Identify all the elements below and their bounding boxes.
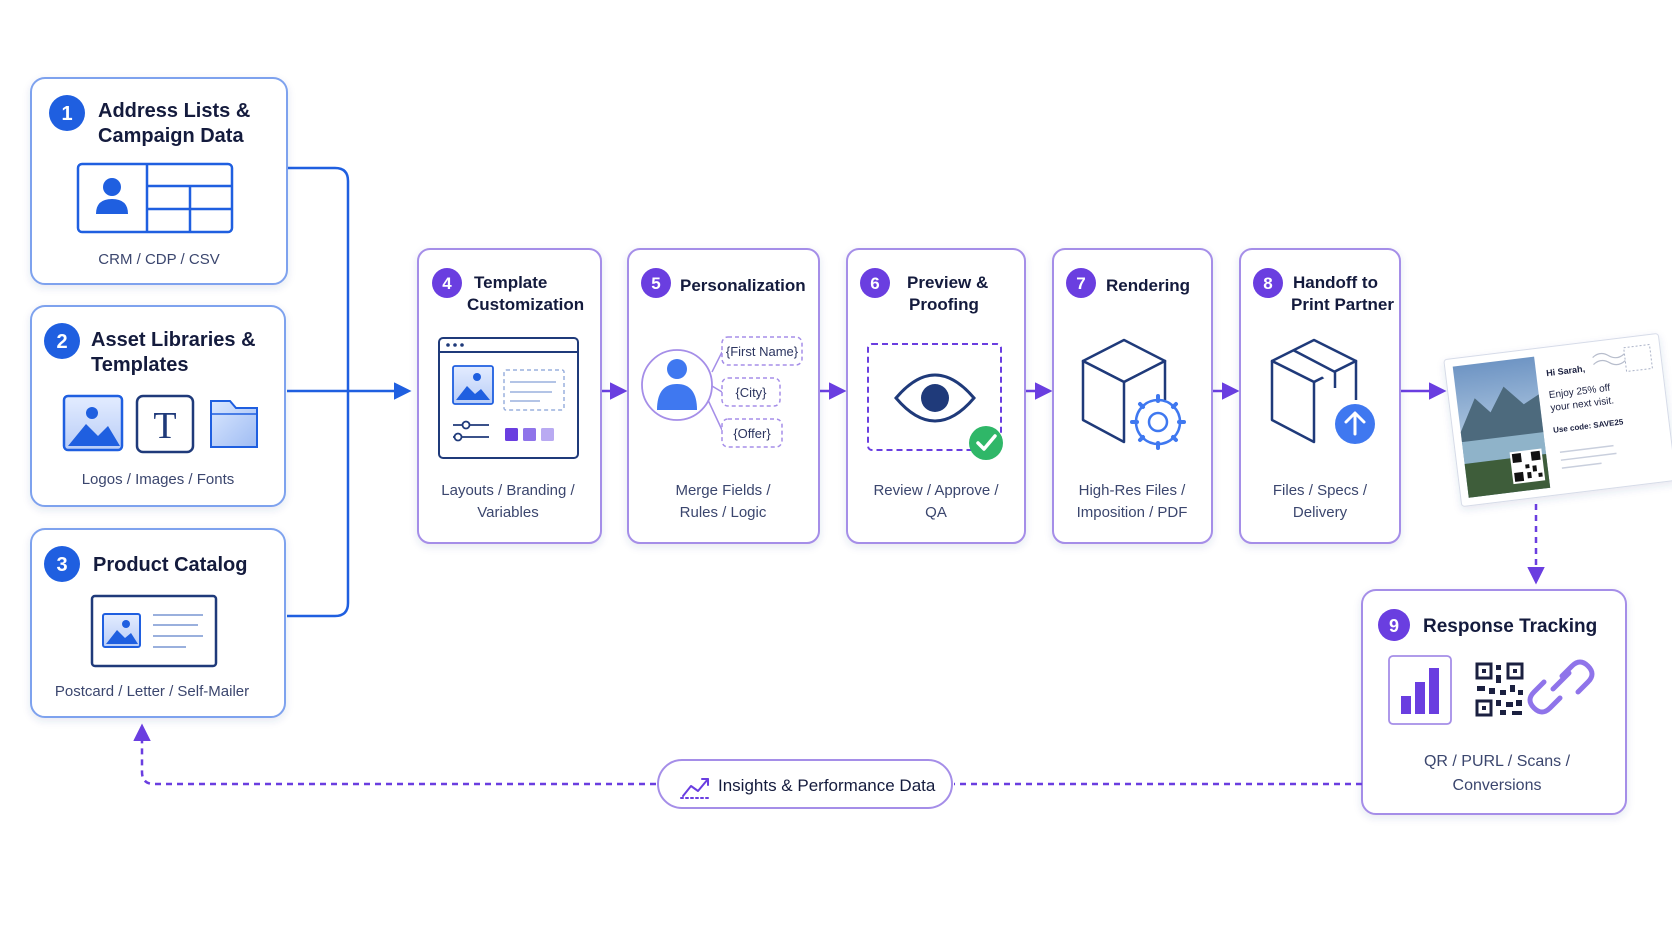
step-number: 1 [61,103,72,125]
contact-table-icon [76,162,234,234]
card-title-line: Handoff to [1293,273,1378,292]
card-caption: Logos / Images / Fonts [82,471,235,488]
step-card-rendering: 7 Rendering High-Res Files / Imposition … [1052,248,1213,544]
card-title-line: Print Partner [1291,295,1394,314]
card-caption: Rules / Logic [680,504,767,521]
folder-icon [210,400,258,448]
checkmark-icon [969,426,1003,460]
package-icon [1270,338,1358,444]
merge-field-tag: {City} [735,385,767,400]
step-badge [432,268,462,298]
step-number: 3 [56,554,67,576]
image-icon [62,394,124,452]
card-caption: Files / Specs / [1273,482,1368,499]
gear-teeth [1130,394,1186,450]
response-tracking-card: 9 Response Tracking [1361,589,1627,815]
step-badge [1066,268,1096,298]
source-card-asset-libraries: 2 Asset Libraries & Templates T Logos / … [30,305,286,507]
merge-field-tag: {First Name} [726,344,799,359]
step-badge [44,546,80,582]
card-title-line: Customization [467,295,584,314]
card-title-line: Asset Libraries & [91,329,256,351]
step-badge [49,95,85,131]
step-card-handoff: 8 Handoff to Print Partner Files / Specs… [1239,248,1401,544]
card-caption: QR / PURL / Scans / [1424,753,1571,770]
step-card-preview-proofing: 6 Preview & Proofing Review / Approve / … [846,248,1026,544]
step-card-personalization: 5 Personalization {First Name} {City} {O… [627,248,820,544]
bar-chart-icon [1388,655,1452,725]
card-caption: Imposition / PDF [1077,504,1188,521]
merge-field-tags: {First Name} {City} {Offer} [721,336,803,448]
user-profile-icon [641,349,723,431]
svg-text:T: T [153,405,176,447]
stamp-icon [1592,343,1653,373]
card-title-line: Preview & [907,273,988,292]
source-card-address-lists: 1 Address Lists & Campaign Data CRM / CD… [30,77,288,285]
card-title-line: Personalization [680,276,806,295]
step-badge [44,323,80,359]
card-title-line: Product Catalog [93,554,247,576]
step-badge [1253,268,1283,298]
card-caption: Merge Fields / [675,482,771,499]
postcard-greeting: Hi Sarah, [1546,364,1586,379]
step-card-template-customization: 4 Template Customization Layouts / Brand… [417,248,602,544]
card-title-line: Rendering [1106,276,1190,295]
card-caption: CRM / CDP / CSV [98,251,219,268]
postcard-template-icon [90,594,218,668]
card-caption: Conversions [1453,777,1542,794]
step-badge [860,268,890,298]
link-icon [1527,659,1595,715]
source-card-product-catalog: 3 Product Catalog Postcard / Letter / Se… [30,528,286,718]
source-connectors [287,166,412,618]
card-caption: Review / Approve / [873,482,999,499]
step-number: 4 [442,274,452,293]
step-number: 5 [651,274,660,293]
qr-code-icon [1475,662,1525,718]
card-title-line: Template [474,273,547,292]
merge-field-tag: {Offer} [733,426,771,441]
step-badge [1378,609,1410,641]
eye-preview-icon [867,343,1002,451]
card-title: Response Tracking [1423,616,1597,637]
card-title-line: Campaign Data [98,125,244,147]
step-number: 8 [1263,274,1272,293]
trend-chart-icon [680,778,710,799]
step-number: 9 [1389,616,1399,636]
card-title-line: Templates [91,354,188,376]
insights-label: Insights & Performance Data [718,776,936,795]
card-caption: High-Res Files / [1079,482,1187,499]
card-caption: QA [925,504,947,521]
font-icon: T [135,394,195,454]
card-caption: Delivery [1293,504,1348,521]
upload-arrow-icon [1335,404,1375,444]
card-caption: Postcard / Letter / Self-Mailer [55,683,249,700]
card-title-line: Address Lists & [98,100,250,122]
printed-postcard: Hi Sarah, Enjoy 25% off your next visit.… [1443,333,1672,507]
step-badge [641,268,671,298]
step-number: 7 [1076,274,1085,293]
cube-gear-icon [1081,338,1182,446]
step-number: 2 [56,331,67,353]
card-caption: Variables [477,504,538,521]
feedback-loop-line [133,723,1362,786]
layout-editor-icon [438,337,579,459]
step-number: 6 [870,274,879,293]
card-title-line: Proofing [909,295,979,314]
insights-pill: Insights & Performance Data [657,759,953,809]
card-caption: Layouts / Branding / [441,482,575,499]
qr-code-icon [1509,448,1546,485]
